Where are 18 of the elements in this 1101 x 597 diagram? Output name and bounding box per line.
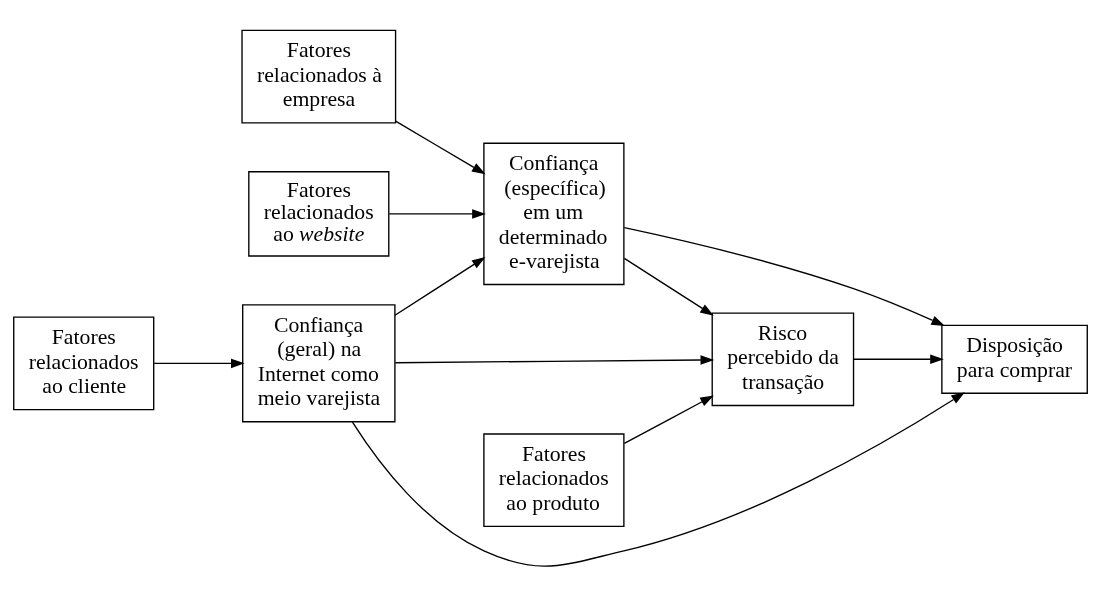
node-box: Fatores relacionados ao cliente [13,316,155,411]
node-box: Risco percebido da transação [711,312,855,407]
node-box: Confiança (específica) em um determinado e-varejista [483,142,625,286]
arrow [351,392,965,567]
arrow [394,257,486,316]
node-box: Fatores relacionados ao website [248,171,390,257]
arrow [394,355,715,365]
arrow [388,209,486,219]
arrow [623,257,714,316]
arrow [852,354,944,365]
node-box: Fatores relacionados ao produto [483,433,625,528]
node-box: Confiança (geral) na Internet como meio varejista [242,304,396,423]
node-box: Disposição para comprar [941,324,1088,394]
arrow [394,120,486,175]
arrow [623,227,945,326]
node-box: Fatores relacionados à empresa [241,29,397,124]
arrow [623,395,714,444]
arrow [153,358,245,369]
